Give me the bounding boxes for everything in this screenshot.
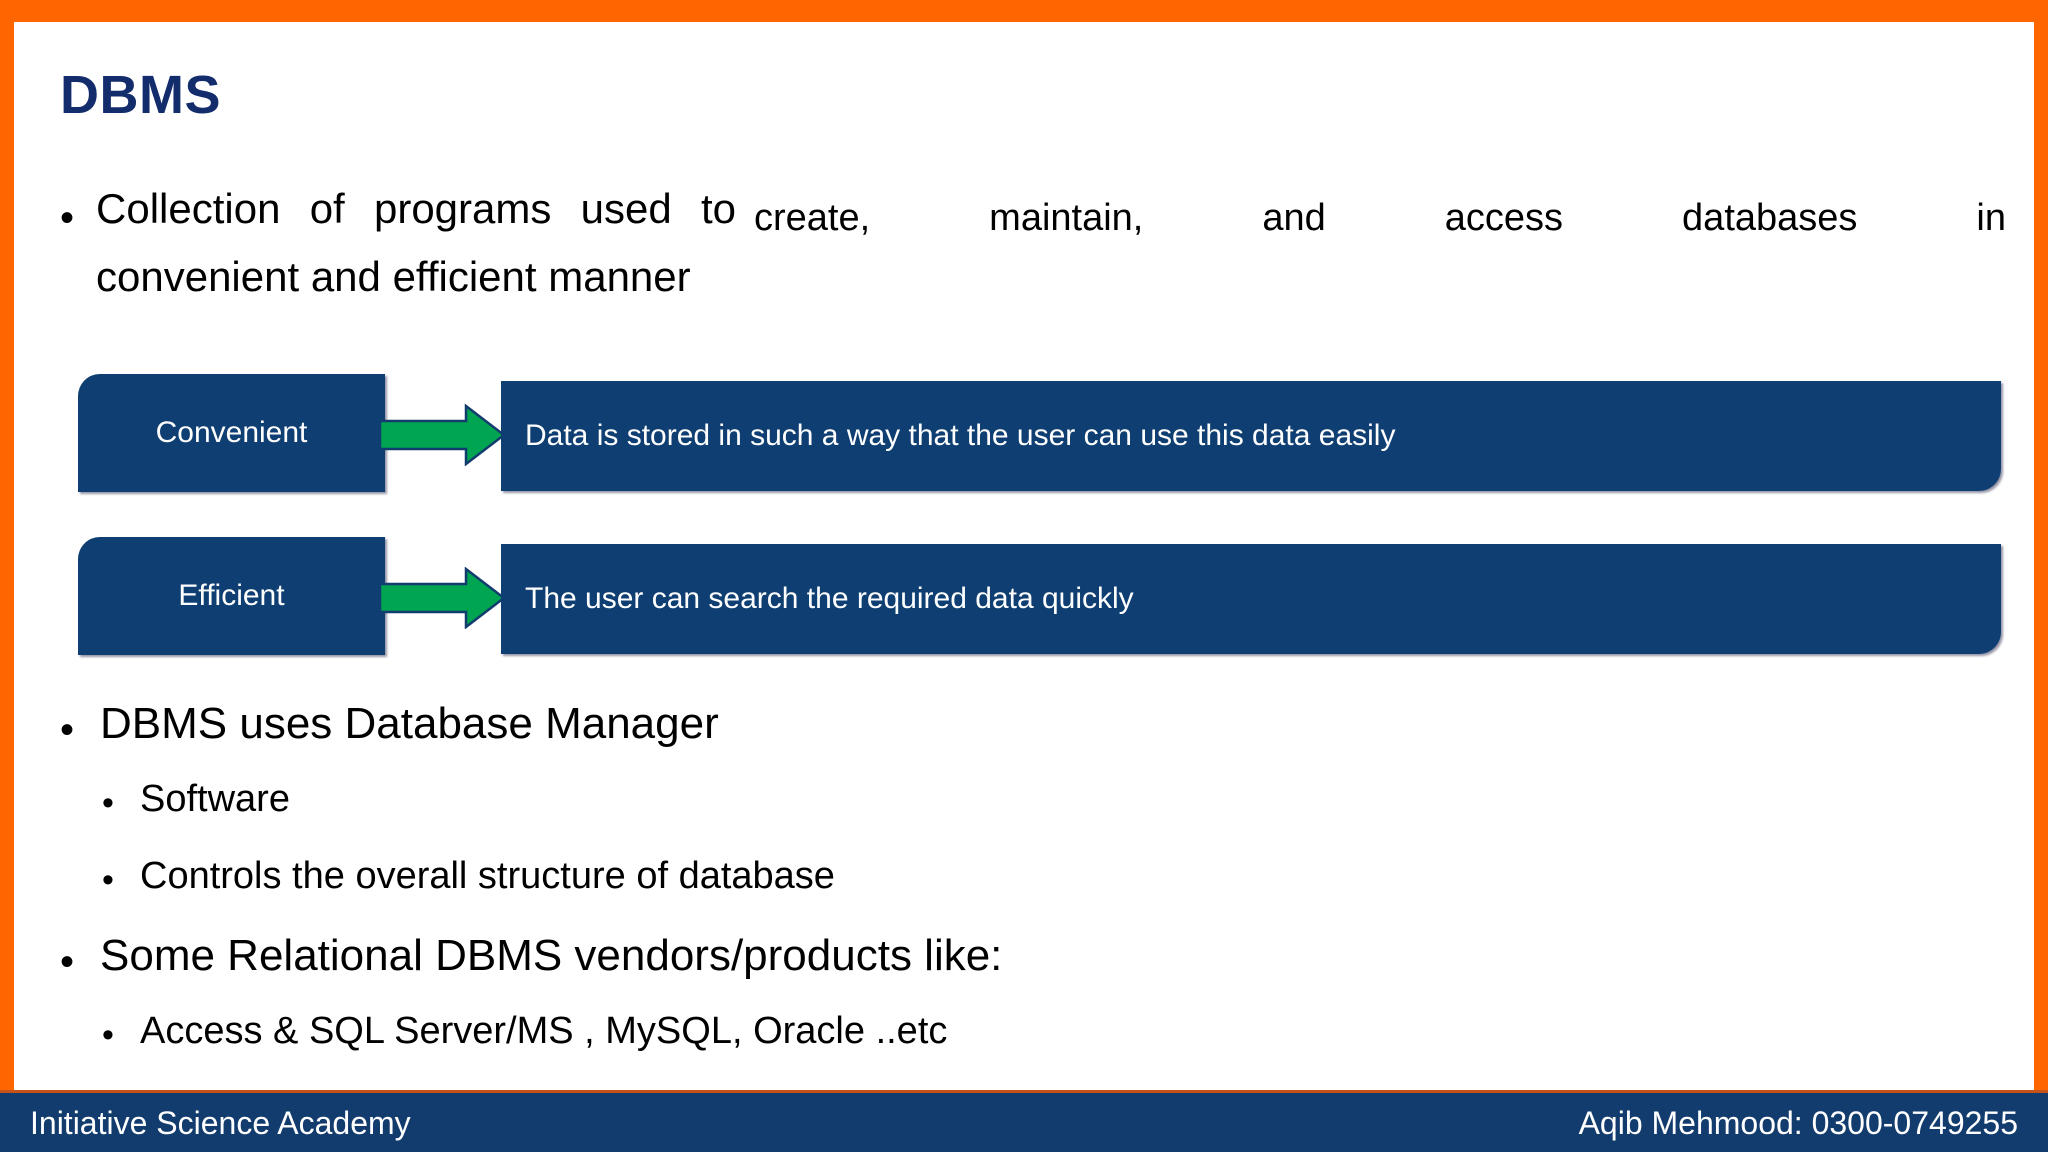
slide-content-canvas: DBMS • Collection of programs used to cr… <box>14 22 2034 1090</box>
list-item: • Some Relational DBMS vendors/products … <box>54 934 2014 1012</box>
list-item: • Controls the overall structure of data… <box>54 857 2014 934</box>
bullet-glyph: • <box>102 1016 114 1054</box>
right-arrow-icon <box>380 567 506 629</box>
list-item: • DBMS uses Database Manager <box>54 702 2014 780</box>
diagram-row: Efficient The user can search the requir… <box>14 537 2034 661</box>
bullet-glyph: • <box>60 196 75 240</box>
slide-footer: Initiative Science Academy Aqib Mehmood:… <box>0 1090 2048 1152</box>
term-box-efficient: Efficient <box>78 537 385 655</box>
bullet-list: • DBMS uses Database Manager • Software … <box>54 702 2014 1089</box>
term-label: Convenient <box>155 416 308 449</box>
intro-line-1: • Collection of programs used to create,… <box>54 182 2014 248</box>
intro-segment-a: Collection of programs used to <box>96 185 736 232</box>
definition-label: Data is stored in such a way that the us… <box>525 419 1396 452</box>
list-item: • Software <box>54 780 2014 857</box>
definition-diagram: Convenient Data is stored in such a way … <box>14 374 2034 700</box>
term-box-convenient: Convenient <box>78 374 385 492</box>
footer-organization: Initiative Science Academy <box>30 1104 411 1141</box>
bullet-glyph: • <box>102 861 114 899</box>
right-arrow-icon <box>380 404 506 466</box>
definition-box-efficient: The user can search the required data qu… <box>501 544 2001 654</box>
intro-paragraph: • Collection of programs used to create,… <box>54 182 2014 300</box>
intro-segment-b: create, maintain, and access databases i… <box>754 197 2006 239</box>
list-item-label: Some Relational DBMS vendors/products li… <box>100 931 1003 980</box>
list-item-label: Software <box>140 778 290 820</box>
list-item-label: DBMS uses Database Manager <box>100 699 719 748</box>
term-label: Efficient <box>178 579 285 612</box>
intro-line-2: convenient and efficient manner <box>96 253 691 300</box>
list-item: • Access & SQL Server/MS , MySQL, Oracle… <box>54 1012 2014 1089</box>
diagram-row: Convenient Data is stored in such a way … <box>14 374 2034 498</box>
footer-contact: Aqib Mehmood: 0300-0749255 <box>1578 1104 2018 1141</box>
definition-box-convenient: Data is stored in such a way that the us… <box>501 381 2001 491</box>
bullet-glyph: • <box>60 708 75 752</box>
definition-label: The user can search the required data qu… <box>525 582 1134 615</box>
list-item-label: Controls the overall structure of databa… <box>140 855 835 897</box>
bullet-glyph: • <box>102 784 114 822</box>
page-title: DBMS <box>60 65 221 125</box>
list-item-label: Access & SQL Server/MS , MySQL, Oracle .… <box>140 1010 948 1052</box>
bullet-glyph: • <box>60 940 75 984</box>
